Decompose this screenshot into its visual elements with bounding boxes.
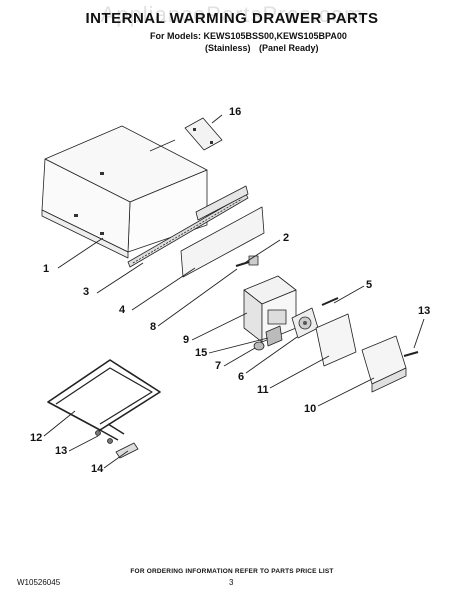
part-5-screw <box>321 297 339 306</box>
part-14-connector <box>115 442 139 459</box>
leader-9 <box>191 312 248 341</box>
leader-13-left <box>68 435 99 452</box>
part-3-slide-rail <box>127 185 249 268</box>
callout-2: 2 <box>283 232 290 244</box>
variant-stainless: (Stainless) <box>205 43 251 53</box>
leader-16 <box>211 114 223 124</box>
callout-15: 15 <box>195 347 208 359</box>
leader-1 <box>57 237 104 269</box>
part-10-box-cover <box>361 335 407 393</box>
leader-2 <box>245 239 281 263</box>
callout-13-right: 13 <box>418 305 431 317</box>
variant-panel-ready: (Panel Ready) <box>259 43 319 53</box>
part-4-panel <box>180 206 265 278</box>
models-line: For Models: KEWS105BSS00,KEWS105BPA00 <box>150 31 347 41</box>
callout-9: 9 <box>183 334 190 346</box>
part-7-washer <box>253 341 265 351</box>
callout-10: 10 <box>304 403 317 415</box>
leader-12 <box>43 410 76 437</box>
leader-7 <box>223 347 256 367</box>
part-11-cover <box>315 313 357 367</box>
part-6-fan <box>291 307 319 339</box>
leader-4 <box>131 267 196 311</box>
callout-5: 5 <box>366 279 373 291</box>
callout-8: 8 <box>150 321 157 333</box>
part-12-heating-element <box>47 359 161 441</box>
callout-13-left: 13 <box>55 445 68 457</box>
part-1-housing <box>41 125 208 259</box>
callout-14: 14 <box>91 463 104 475</box>
leader-3 <box>96 262 144 294</box>
watermark: AppliancePartsPros.com <box>100 2 364 27</box>
callout-12: 12 <box>30 432 43 444</box>
leader-10 <box>317 377 375 407</box>
part-13-screw-right <box>403 351 419 357</box>
page-title: INTERNAL WARMING DRAWER PARTS <box>85 10 379 27</box>
part-13-screws-left <box>95 430 113 444</box>
part-16-bracket <box>184 117 223 151</box>
callout-7: 7 <box>215 360 222 372</box>
ordering-info: FOR ORDERING INFORMATION REFER TO PARTS … <box>130 568 334 575</box>
callout-11: 11 <box>257 384 269 396</box>
leader-5 <box>333 285 365 304</box>
callout-1: 1 <box>43 263 50 275</box>
leader-14 <box>103 450 129 469</box>
leader-6 <box>245 336 298 374</box>
callout-6: 6 <box>238 371 245 383</box>
part-9-fan-housing <box>243 275 297 343</box>
leader-13-right <box>413 318 425 349</box>
part-15-shim <box>265 325 283 347</box>
leader-11 <box>269 355 330 389</box>
leader-15 <box>208 337 269 354</box>
callout-4: 4 <box>119 304 126 316</box>
callout-3: 3 <box>83 286 90 298</box>
leader-8 <box>157 268 238 327</box>
callout-16: 16 <box>229 106 242 118</box>
page-number: 3 <box>229 578 234 587</box>
doc-number: W10526045 <box>17 578 61 587</box>
